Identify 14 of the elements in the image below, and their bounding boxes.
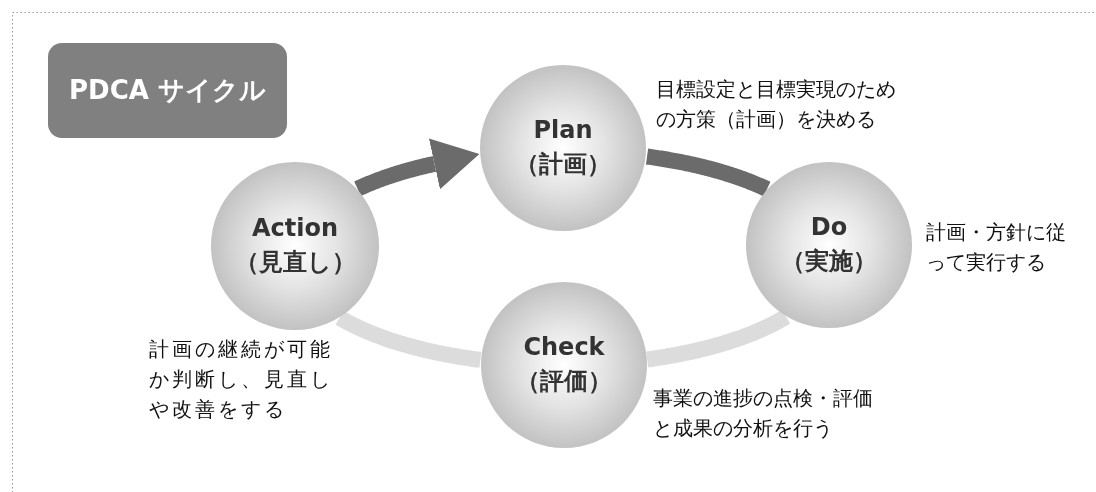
description-text: 計画の継続が可能か判断し、見直しや改善をする [149, 336, 334, 423]
node-subtitle: （実施） [781, 246, 877, 277]
title-box [48, 43, 287, 138]
node-subtitle: （計画） [515, 149, 611, 180]
description-text: 目標設定と目標実現のための方策（計画）を決める [656, 76, 897, 133]
node-title: Do [810, 212, 848, 244]
node-title: Action [251, 213, 339, 245]
node-title: PDCA サイクル [69, 74, 266, 107]
node-subtitle: （見直し） [234, 247, 356, 278]
description-text: 計画・方針に従って実行する [926, 219, 1067, 276]
node-title: Check [523, 332, 605, 364]
node-subtitle: （評価） [516, 366, 612, 397]
node-title: Plan [533, 115, 593, 147]
description-text: 事業の進捗の点検・評価と成果の分析を行う [653, 385, 874, 442]
